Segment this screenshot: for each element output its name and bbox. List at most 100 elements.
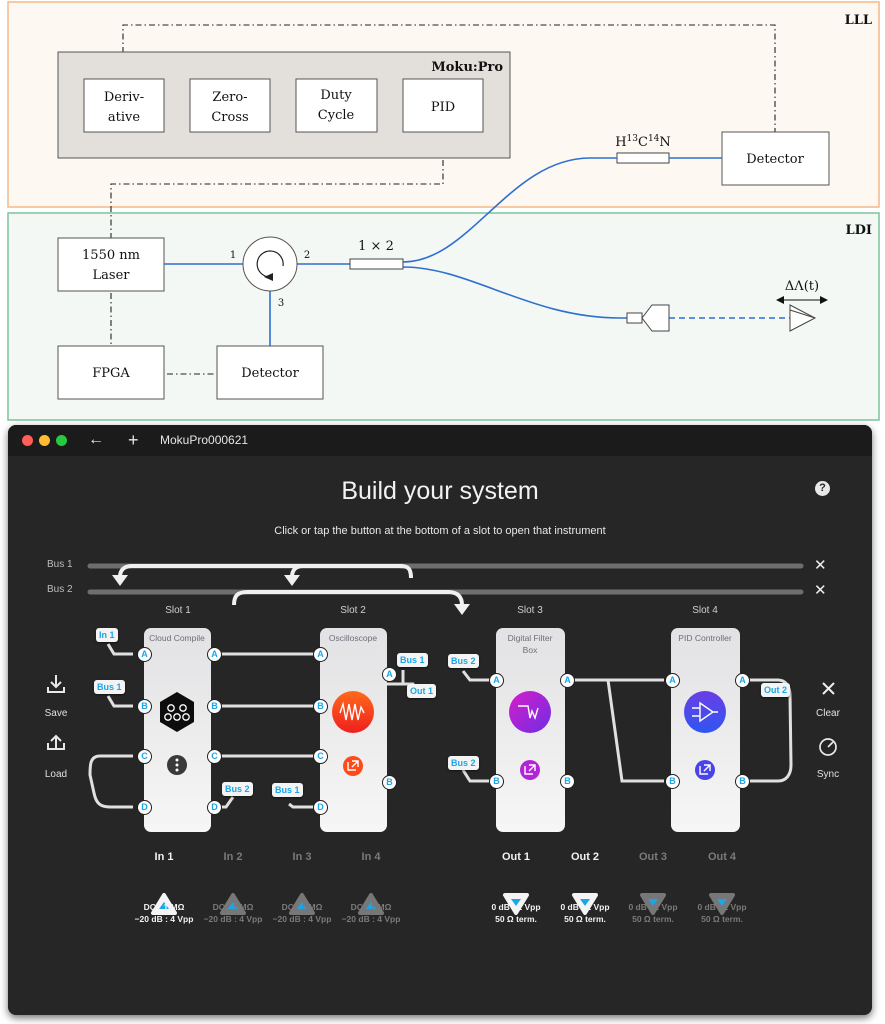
system-builder-canvas: [47, 563, 837, 915]
slot-1-input-d-port[interactable]: D: [137, 800, 152, 815]
gas-cell: H13C14N: [615, 134, 671, 164]
tag-slot2-a-out-out[interactable]: Out 1: [407, 684, 437, 698]
slot-4-instrument-name: PID Controller: [678, 633, 732, 643]
slot-1-output-b-port[interactable]: B: [207, 699, 222, 714]
circulator: 1 2 3: [230, 236, 310, 309]
open-pid-controller-button[interactable]: [695, 760, 715, 780]
svg-text:1550 nm: 1550 nm: [82, 248, 140, 263]
slot-4-input-b-port[interactable]: B: [665, 774, 680, 789]
slot-1-output-c-port[interactable]: C: [207, 749, 222, 764]
load-button[interactable]: Load: [36, 769, 76, 780]
output-2-button[interactable]: [572, 893, 598, 915]
tag-slot1-a-in[interactable]: In 1: [96, 628, 118, 642]
remove-bus-2-button[interactable]: ✕: [814, 582, 827, 599]
page-subtitle: Click or tap the button at the bottom of…: [274, 525, 606, 537]
optical-setup-diagram: LLL LDI Moku:Pro Deriv- ative Zero- Cros…: [7, 1, 880, 421]
input-3-info: In 3 DC : 1 MΩ −20 dB : 4 Vpp: [272, 851, 332, 924]
slot-2-input-a-port[interactable]: A: [313, 647, 328, 662]
slot-4-output-b-port[interactable]: B: [735, 774, 750, 789]
block-duty-cycle: Duty Cycle: [295, 78, 378, 133]
slot-3-output-b-port[interactable]: B: [560, 774, 575, 789]
close-icon[interactable]: [822, 682, 835, 695]
slot-2-input-d-port[interactable]: D: [313, 800, 328, 815]
output-3-button[interactable]: [640, 893, 666, 915]
output-4-info: Out 4 0 dB : 2 Vpp 50 Ω term.: [697, 851, 747, 924]
svg-text:Cycle: Cycle: [318, 108, 355, 123]
load-label: Load: [44, 769, 68, 780]
arrow-down-icon: [284, 575, 300, 586]
slot-2-input-c-port[interactable]: C: [313, 749, 328, 764]
arrow-down-icon: [454, 604, 470, 615]
digital-filter-box-icon[interactable]: [509, 691, 551, 733]
remove-bus-1-button[interactable]: ✕: [814, 557, 827, 574]
svg-text:ΔΛ(t): ΔΛ(t): [785, 279, 819, 294]
slot-2-output-a-port[interactable]: A: [382, 667, 397, 682]
input-2-button[interactable]: [220, 893, 246, 915]
tag-slot4-a-out[interactable]: Out 2: [761, 683, 791, 697]
gauge-icon[interactable]: [819, 738, 837, 756]
bus-1-label: Bus 1: [47, 559, 73, 570]
oscilloscope-icon[interactable]: [332, 691, 374, 733]
splitter: 1 × 2: [349, 239, 404, 270]
slot-4-label: Slot 4: [692, 605, 718, 616]
more-options-icon[interactable]: [167, 755, 187, 775]
window-title: MokuPro000621: [160, 433, 249, 447]
input-4-button[interactable]: [358, 893, 384, 915]
tag-slot1-b-in[interactable]: Bus 1: [94, 680, 125, 694]
slot-3-input-b-port[interactable]: B: [489, 774, 504, 789]
cloud-compile-icon[interactable]: [160, 692, 194, 732]
tag-slot2-d-in[interactable]: Bus 1: [272, 783, 303, 797]
input-3-button[interactable]: [289, 893, 315, 915]
slot-1-output-d-port[interactable]: D: [207, 800, 222, 815]
slot-4-output-a-port[interactable]: A: [735, 673, 750, 688]
clear-button[interactable]: Clear: [808, 708, 848, 719]
slot-1-input-a-port[interactable]: A: [137, 647, 152, 662]
signal-wires: [88, 643, 793, 809]
close-window-button[interactable]: [22, 435, 33, 446]
minimize-window-button[interactable]: [39, 435, 50, 446]
help-button[interactable]: ?: [815, 481, 830, 496]
laser-box: 1550 nm Laser: [57, 237, 165, 292]
download-icon[interactable]: [47, 675, 65, 693]
svg-text:ative: ative: [108, 110, 140, 125]
tag-slot3-b-in[interactable]: Bus 2: [448, 756, 479, 770]
svg-text:Laser: Laser: [93, 268, 131, 283]
slot-3-output-a-port[interactable]: A: [560, 673, 575, 688]
slot-1-instrument-name: Cloud Compile: [149, 633, 205, 643]
upload-icon[interactable]: [47, 734, 65, 750]
input-1-button[interactable]: [151, 893, 177, 915]
output-1-button[interactable]: [503, 893, 529, 915]
moku-app-window: ← + MokuPro000621 Build your system ? Cl…: [8, 425, 872, 1015]
slot-1-output-a-port[interactable]: A: [207, 647, 222, 662]
output-2-info: Out 2 0 dB : 2 Vpp 50 Ω term.: [560, 851, 610, 924]
tag-slot3-a-in[interactable]: Bus 2: [448, 654, 479, 668]
tag-slot1-d-out[interactable]: Bus 2: [222, 782, 253, 796]
zoom-window-button[interactable]: [56, 435, 67, 446]
slot-4-input-a-port[interactable]: A: [665, 673, 680, 688]
bus-2-label: Bus 2: [47, 584, 73, 595]
open-oscilloscope-button[interactable]: [343, 756, 363, 776]
output-4-button[interactable]: [709, 893, 735, 915]
slot-3-input-a-port[interactable]: A: [489, 673, 504, 688]
arrow-down-icon: [112, 575, 128, 586]
pid-controller-icon[interactable]: [684, 691, 726, 733]
sync-button[interactable]: Sync: [808, 769, 848, 780]
slot-1-input-c-port[interactable]: C: [137, 749, 152, 764]
save-label: Save: [44, 708, 68, 719]
ldi-label: LDI: [846, 223, 873, 238]
add-plus-icon[interactable]: +: [128, 430, 139, 450]
slot-3-instrument-name: Digital Filter: [507, 633, 553, 643]
slot-1-input-b-port[interactable]: B: [137, 699, 152, 714]
slot-1-label: Slot 1: [165, 605, 191, 616]
back-arrow-icon[interactable]: ←: [88, 431, 104, 448]
window-frame: ← + MokuPro000621 Build your system ? Cl…: [8, 425, 872, 1015]
ldi-detector: Detector: [216, 345, 324, 400]
bus-connections: [118, 564, 464, 606]
svg-text:1: 1: [230, 250, 236, 261]
open-digital-filter-box-button[interactable]: [520, 760, 540, 780]
tag-slot2-a-out-bus[interactable]: Bus 1: [397, 653, 428, 667]
save-button[interactable]: Save: [36, 708, 76, 719]
block-zero-cross: Zero- Cross: [189, 78, 271, 133]
slot-2-input-b-port[interactable]: B: [313, 699, 328, 714]
slot-2-output-b-port[interactable]: B: [382, 775, 397, 790]
